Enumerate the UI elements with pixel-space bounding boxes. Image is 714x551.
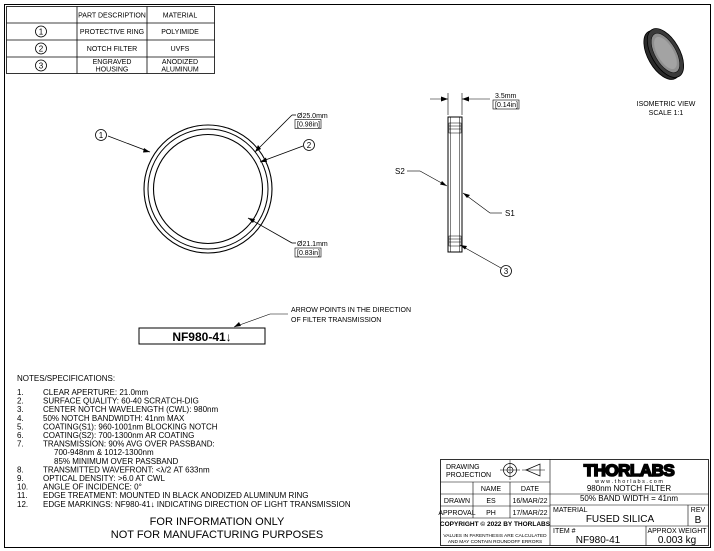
dim-inner-diameter: Ø21.1mm — [297, 241, 328, 248]
note-text: OPTICAL DENSITY: >6.0 AT CWL — [43, 474, 165, 483]
isometric-view: ISOMETRIC VIEW SCALE 1:1 — [637, 28, 696, 117]
drawn-label: DRAWN — [444, 498, 470, 505]
material-value: FUSED SILICA — [586, 514, 655, 525]
drawing-title-line-1: 980nm NOTCH FILTER — [587, 484, 672, 493]
parts-row-2-material: UVFS — [171, 46, 190, 53]
drawn-name: ES — [486, 498, 496, 505]
approx-weight-label: APPROX WEIGHT — [647, 528, 707, 535]
notes-specifications: NOTES/SPECIFICATIONS: 1. CLEAR APERTURE: … — [17, 374, 351, 509]
callout-1: 1 — [99, 131, 104, 140]
note-number: 11. — [17, 491, 28, 500]
disclaimer: FOR INFORMATION ONLY NOT FOR MANUFACTURI… — [111, 516, 323, 541]
parts-row-3-material-line2: ALUMINUM — [161, 67, 199, 74]
copyright-notice: COPYRIGHT © 2022 BY THORLABS — [440, 520, 551, 528]
note-text: COATING(S1): 960-1001nm BLOCKING NOTCH — [43, 422, 218, 431]
drawing-projection-label-2: PROJECTION — [446, 472, 491, 479]
parts-row-2-part: NOTCH FILTER — [87, 46, 137, 53]
approval-name: PH — [486, 510, 496, 517]
disclaimer-line-2: NOT FOR MANUFACTURING PURPOSES — [111, 529, 323, 541]
note-text: EDGE MARKINGS: NF980-41↓ INDICATING DIRE… — [43, 500, 351, 509]
dim-thickness: 3.5mm — [495, 93, 517, 100]
date-header: DATE — [521, 486, 539, 493]
values-note-line-1: VALUES IN PARENTHESIS ARE CALCULATED — [443, 533, 547, 539]
parts-row-2-number: 2 — [39, 45, 44, 54]
note-number: 12. — [17, 500, 28, 509]
arrow-note-line-2: OF FILTER TRANSMISSION — [291, 317, 381, 324]
note-number: 2. — [17, 397, 24, 406]
surface-s1-label: S1 — [505, 209, 515, 218]
parts-row-3-part-line2: HOUSING — [96, 67, 129, 74]
parts-row-3-material: ANODIZED — [162, 59, 198, 66]
note-number: 8. — [17, 465, 24, 474]
isometric-view-title: ISOMETRIC VIEW — [637, 101, 696, 108]
projection-symbol-icon — [500, 460, 545, 480]
note-text: TRANSMISSION: 90% AVG OVER PASSBAND: — [43, 440, 215, 449]
isometric-view-scale: SCALE 1:1 — [649, 110, 684, 117]
note-text: CLEAR APERTURE: 21.0mm — [43, 388, 149, 397]
notes-heading: NOTES/SPECIFICATIONS: — [17, 374, 115, 383]
name-header: NAME — [481, 486, 502, 493]
note-text: CENTER NOTCH WAVELENGTH (CWL): 980nm — [43, 405, 218, 414]
approval-label: APPROVAL — [438, 510, 475, 517]
note-number: 4. — [17, 414, 24, 423]
item-number-label: ITEM # — [553, 528, 576, 535]
front-view: 1 Ø25.0mm [0.98in] 2 Ø21.1mm [0.83in] — [95, 113, 328, 258]
parts-table: PART DESCRIPTION MATERIAL 1 PROTECTIVE R… — [6, 6, 215, 74]
callout-2: 2 — [307, 141, 312, 150]
dim-thickness-in: [0.14in] — [495, 102, 518, 109]
note-number: 5. — [17, 422, 24, 431]
values-note-line-2: AND MAY CONTAIN ROUNDOFF ERRORS — [448, 539, 542, 545]
callout-3: 3 — [504, 267, 509, 276]
parts-row-1-material: POLYIMIDE — [161, 29, 199, 36]
surface-s2-label: S2 — [395, 167, 405, 176]
dim-inner-diameter-in: [0.83in] — [297, 250, 320, 257]
thorlabs-website: w w w . t h o r l a b s . c o m — [594, 479, 663, 485]
arrow-note-line-1: ARROW POINTS IN THE DIRECTION — [291, 307, 411, 314]
rev-label: REV — [691, 507, 706, 514]
note-text: 85% MINIMUM OVER PASSBAND — [54, 457, 179, 466]
engraving-detail: NF980-41↓ ARROW POINTS IN THE DIRECTION … — [138, 307, 411, 345]
note-text: SURFACE QUALITY: 60-40 SCRATCH-DIG — [43, 397, 199, 406]
note-number: 6. — [17, 431, 24, 440]
dim-outer-diameter-in: [0.98in] — [297, 122, 320, 129]
dim-outer-diameter: Ø25.0mm — [297, 113, 328, 120]
note-text: EDGE TREATMENT: MOUNTED IN BLACK ANODIZE… — [43, 491, 309, 500]
drawing-title-line-2: 50% BAND WIDTH = 41nm — [580, 494, 678, 503]
drawing-projection-label-1: DRAWING — [446, 464, 480, 471]
rev-value: B — [695, 515, 702, 526]
note-number: 9. — [17, 474, 24, 483]
note-text: TRANSMITTED WAVEFRONT: <λ/2 AT 633nm — [43, 465, 210, 474]
parts-row-3-number: 3 — [39, 62, 44, 71]
parts-header-description: PART DESCRIPTION — [78, 13, 146, 20]
side-view: 3.5mm [0.14in] S2 S1 3 — [395, 93, 520, 277]
parts-row-1-part: PROTECTIVE RING — [80, 29, 144, 36]
note-number: 1. — [17, 388, 24, 397]
thorlabs-logo: THORLABS — [584, 461, 675, 480]
engraving-text: NF980-41↓ — [172, 330, 231, 344]
note-text: COATING(S2): 700-1300nm AR COATING — [43, 431, 194, 440]
note-text: 50% NOTCH BANDWIDTH: 41nm MAX — [43, 414, 185, 423]
note-text: ANGLE OF INCIDENCE: 0° — [43, 483, 142, 492]
sheet-border — [4, 4, 711, 548]
item-number-value: NF980-41 — [576, 535, 621, 546]
parts-row-1-number: 1 — [39, 28, 44, 37]
note-number: 10. — [17, 483, 28, 492]
approval-date: 17/MAR/22 — [512, 510, 547, 517]
parts-row-3-part: ENGRAVED — [93, 59, 132, 66]
material-label: MATERIAL — [553, 507, 588, 514]
approx-weight-value: 0.003 kg — [658, 535, 696, 546]
drawn-date: 16/MAR/22 — [512, 498, 547, 505]
parts-header-material: MATERIAL — [163, 13, 198, 20]
note-number: 7. — [17, 440, 24, 449]
note-text: 700-948nm & 1012-1300nm — [54, 448, 154, 457]
title-block: DRAWING PROJECTION THORLABS w w w . t h … — [438, 459, 709, 546]
disclaimer-line-1: FOR INFORMATION ONLY — [150, 516, 285, 528]
note-number: 3. — [17, 405, 24, 414]
